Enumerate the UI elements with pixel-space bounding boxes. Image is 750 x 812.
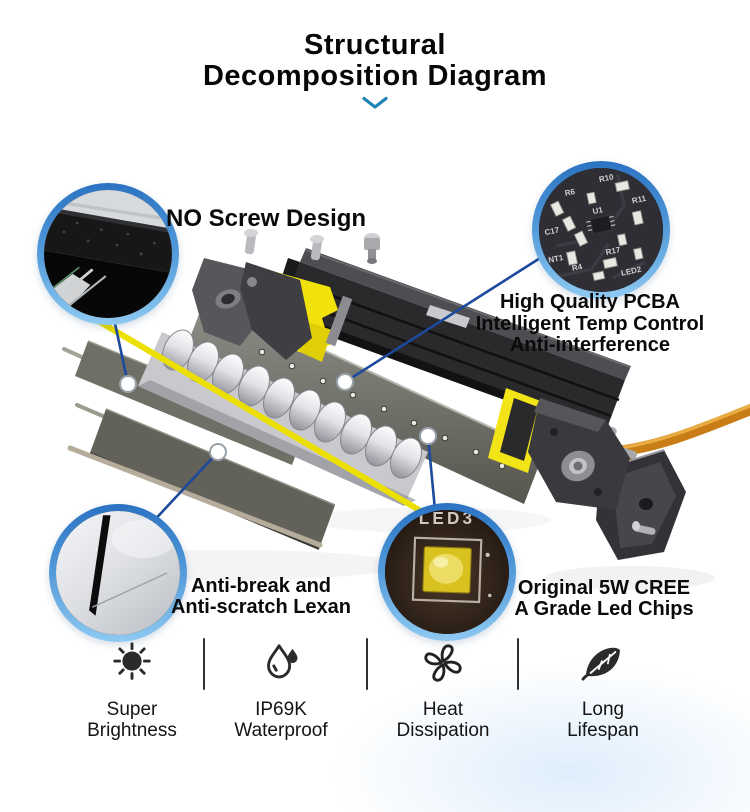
feature-heat-dissipation: Heat Dissipation <box>373 640 513 741</box>
callout-dots <box>119 373 437 461</box>
feature-label-line1: Super <box>106 699 158 720</box>
page-title: Structural Decomposition Diagram <box>0 30 750 92</box>
callout-circle-pcba: R10 R6 U1 R11 C17 R17 R4 LED2 NT1 <box>532 161 670 299</box>
label-cree-line2: A Grade Led Chips <box>514 597 694 620</box>
callout-dot <box>119 375 137 393</box>
pcb-label: U1 <box>592 205 604 216</box>
pcb-label: R11 <box>631 194 647 206</box>
feature-label-line2: Waterproof <box>234 720 328 741</box>
feature-label-line2: Dissipation <box>396 720 490 741</box>
feature-divider <box>203 638 205 690</box>
callout-line <box>148 451 219 527</box>
callout-circle-no-screw <box>37 183 179 325</box>
leaf-icon <box>581 647 620 681</box>
fan-icon <box>424 644 462 682</box>
callout-line <box>344 251 549 384</box>
label-no-screw-design: NO Screw Design <box>166 205 367 232</box>
pcb-label: LED2 <box>620 265 642 278</box>
label-pcba-line3: Anti-interference <box>509 334 671 356</box>
label-lexan-line2: Anti-scratch Lexan <box>170 595 352 618</box>
mount-bracket-left <box>192 229 470 362</box>
lens-macro-photo <box>56 511 180 635</box>
pcb-label: C17 <box>544 225 561 237</box>
chevron-down-icon <box>362 96 388 109</box>
water-drop-icon <box>267 644 298 679</box>
feature-label-line2: Lifespan <box>567 720 639 741</box>
label-pcba: High Quality PCBA Intelligent Temp Contr… <box>465 291 715 357</box>
page-title-line1: Structural <box>304 29 446 61</box>
feature-divider <box>517 638 519 690</box>
callout-dot <box>209 443 227 461</box>
reflector-row <box>138 324 429 506</box>
pcb-label: R6 <box>564 187 576 198</box>
pcba-macro-photo: R10 R6 U1 R11 C17 R17 R4 LED2 NT1 <box>539 168 663 292</box>
feature-label-line1: Long <box>581 699 625 720</box>
label-pcba-line1: High Quality PCBA <box>499 291 680 313</box>
page-title-line2: Decomposition Diagram <box>202 60 548 92</box>
callout-dot <box>336 373 354 391</box>
label-cree-line1: Original 5W CREE <box>517 577 691 599</box>
feature-label-line1: IP69K <box>255 699 307 720</box>
callout-circle-led-chip: LED3 <box>378 503 516 641</box>
label-cree: Original 5W CREE A Grade Led Chips <box>479 578 729 619</box>
yellow-rod <box>97 319 473 543</box>
pcb-label: NT1 <box>548 253 565 265</box>
feature-waterproof: IP69K Waterproof <box>211 640 351 741</box>
feature-super-brightness: Super Brightness <box>62 640 202 741</box>
sun-icon <box>113 642 151 680</box>
feature-divider <box>366 638 368 690</box>
end-cap-assembly <box>488 388 750 560</box>
callout-dot <box>419 427 437 445</box>
no-screw-macro-photo <box>44 190 172 318</box>
label-lexan-line1: Anti-break and <box>190 575 332 597</box>
feature-label-line2: Brightness <box>87 720 177 741</box>
feature-label-line1: Heat <box>422 699 464 720</box>
callout-line <box>426 435 437 511</box>
label-pcba-line2: Intelligent Temp Control <box>475 312 705 335</box>
pcb-label: R10 <box>598 172 615 184</box>
pcb-label: R17 <box>605 245 622 257</box>
led-chip-macro-photo: LED3 <box>385 510 509 634</box>
pcb-label: R4 <box>571 262 583 273</box>
callout-circle-lexan <box>49 504 187 642</box>
led-silkscreen-label: LED3 <box>419 510 476 528</box>
label-lexan: Anti-break and Anti-scratch Lexan <box>136 576 386 617</box>
feature-long-lifespan: Long Lifespan <box>533 640 673 741</box>
